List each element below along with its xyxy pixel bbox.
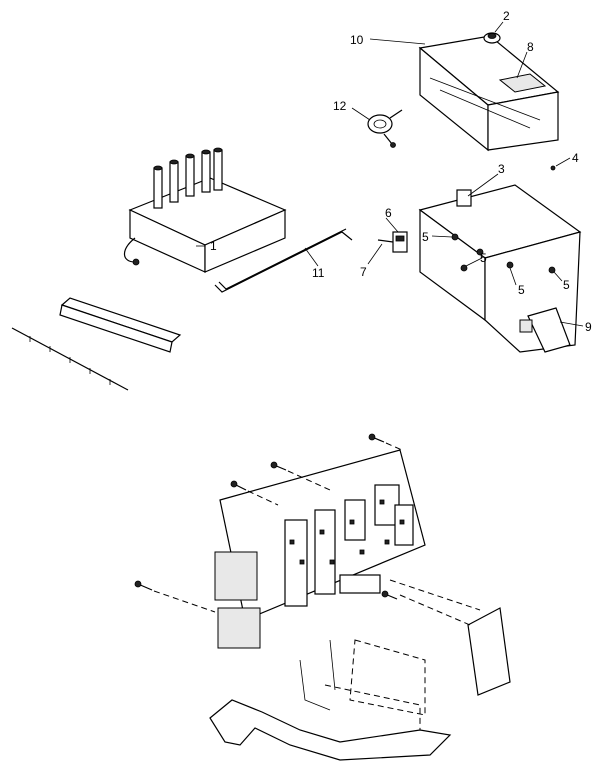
- part-platen-assembly: [11, 297, 182, 391]
- callout-9: 9: [585, 320, 592, 334]
- callouts: 2 10 8 12 3 4 6 5 1 11 7 5 5 5 9: [210, 9, 592, 334]
- part-chassis: [418, 165, 582, 353]
- callout-4: 4: [572, 151, 579, 165]
- callout-11: 11: [312, 266, 325, 280]
- part-switch-6: [377, 231, 408, 253]
- callout-6: 6: [385, 206, 392, 220]
- callout-12: 12: [333, 99, 347, 113]
- part-card: [389, 579, 511, 696]
- part-knob-2: [483, 32, 501, 44]
- part-cover-10: [418, 35, 560, 152]
- callout-5: 5: [563, 278, 570, 292]
- part-screws: [134, 433, 403, 613]
- callout-7: 7: [360, 265, 367, 279]
- callout-1: 1: [210, 239, 217, 253]
- part-guide-lines: [324, 639, 426, 735]
- callout-8: 8: [527, 40, 534, 54]
- callout-5: 5: [518, 283, 525, 297]
- part-flex-cable: [209, 639, 452, 761]
- callout-3: 3: [498, 162, 505, 176]
- callout-2: 2: [503, 9, 510, 23]
- part-circuit-board: [214, 449, 426, 649]
- leader-lines: [196, 21, 584, 327]
- callout-5: 5: [480, 251, 487, 265]
- part-module-1: [123, 147, 287, 273]
- callout-5: 5: [422, 230, 429, 244]
- callout-10: 10: [350, 33, 364, 47]
- part-motor-12: [367, 109, 403, 148]
